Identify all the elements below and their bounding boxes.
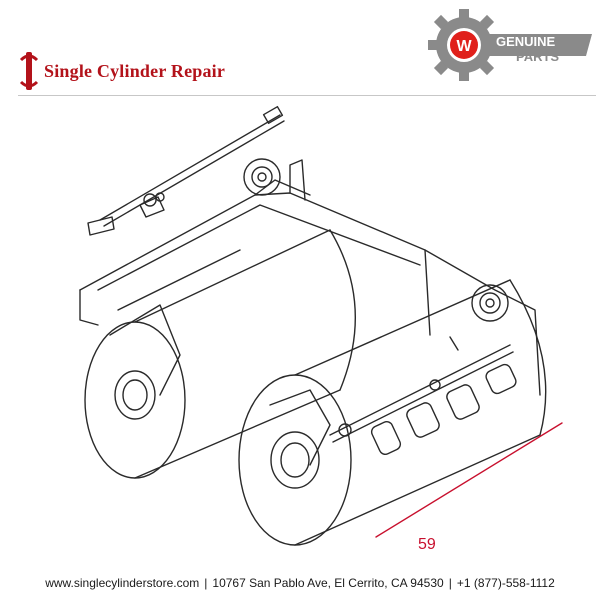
genuine-text: GENUINE [496, 34, 556, 49]
brand-w-letter: W [456, 38, 472, 55]
right-wheel [471, 284, 509, 322]
parts-diagram [79, 105, 563, 546]
footer-website[interactable]: www.singlecylinderstore.com [45, 576, 200, 590]
frame [79, 159, 541, 396]
scraper-slots [370, 363, 517, 455]
brand-name: Single Cylinder Repair [44, 60, 226, 81]
footer-phone[interactable]: +1 (877)-558-1112 [456, 576, 555, 590]
upper-wheel [243, 158, 281, 196]
parts-text: PARTS [516, 49, 559, 64]
footer-address: 10767 San Pablo Ave, El Cerrito, CA 9453… [212, 576, 444, 590]
spray-bar [329, 336, 514, 443]
front-drum [238, 279, 547, 546]
genuine-parts-badge: W GENUINE PARTS [428, 9, 592, 81]
footer-separator: | [204, 576, 208, 590]
header-divider [18, 95, 596, 96]
gear-icon [428, 9, 500, 81]
footer: www.singlecylinderstore.com | 10767 San Pa… [0, 576, 600, 590]
footer-separator: | [448, 576, 452, 590]
piston-logo-icon [19, 52, 39, 90]
brand: Single Cylinder Repair [18, 50, 225, 92]
rear-drum [84, 229, 357, 479]
upper-rod [87, 105, 285, 236]
callout-label: 59 [418, 536, 436, 553]
callout-line [375, 422, 563, 538]
